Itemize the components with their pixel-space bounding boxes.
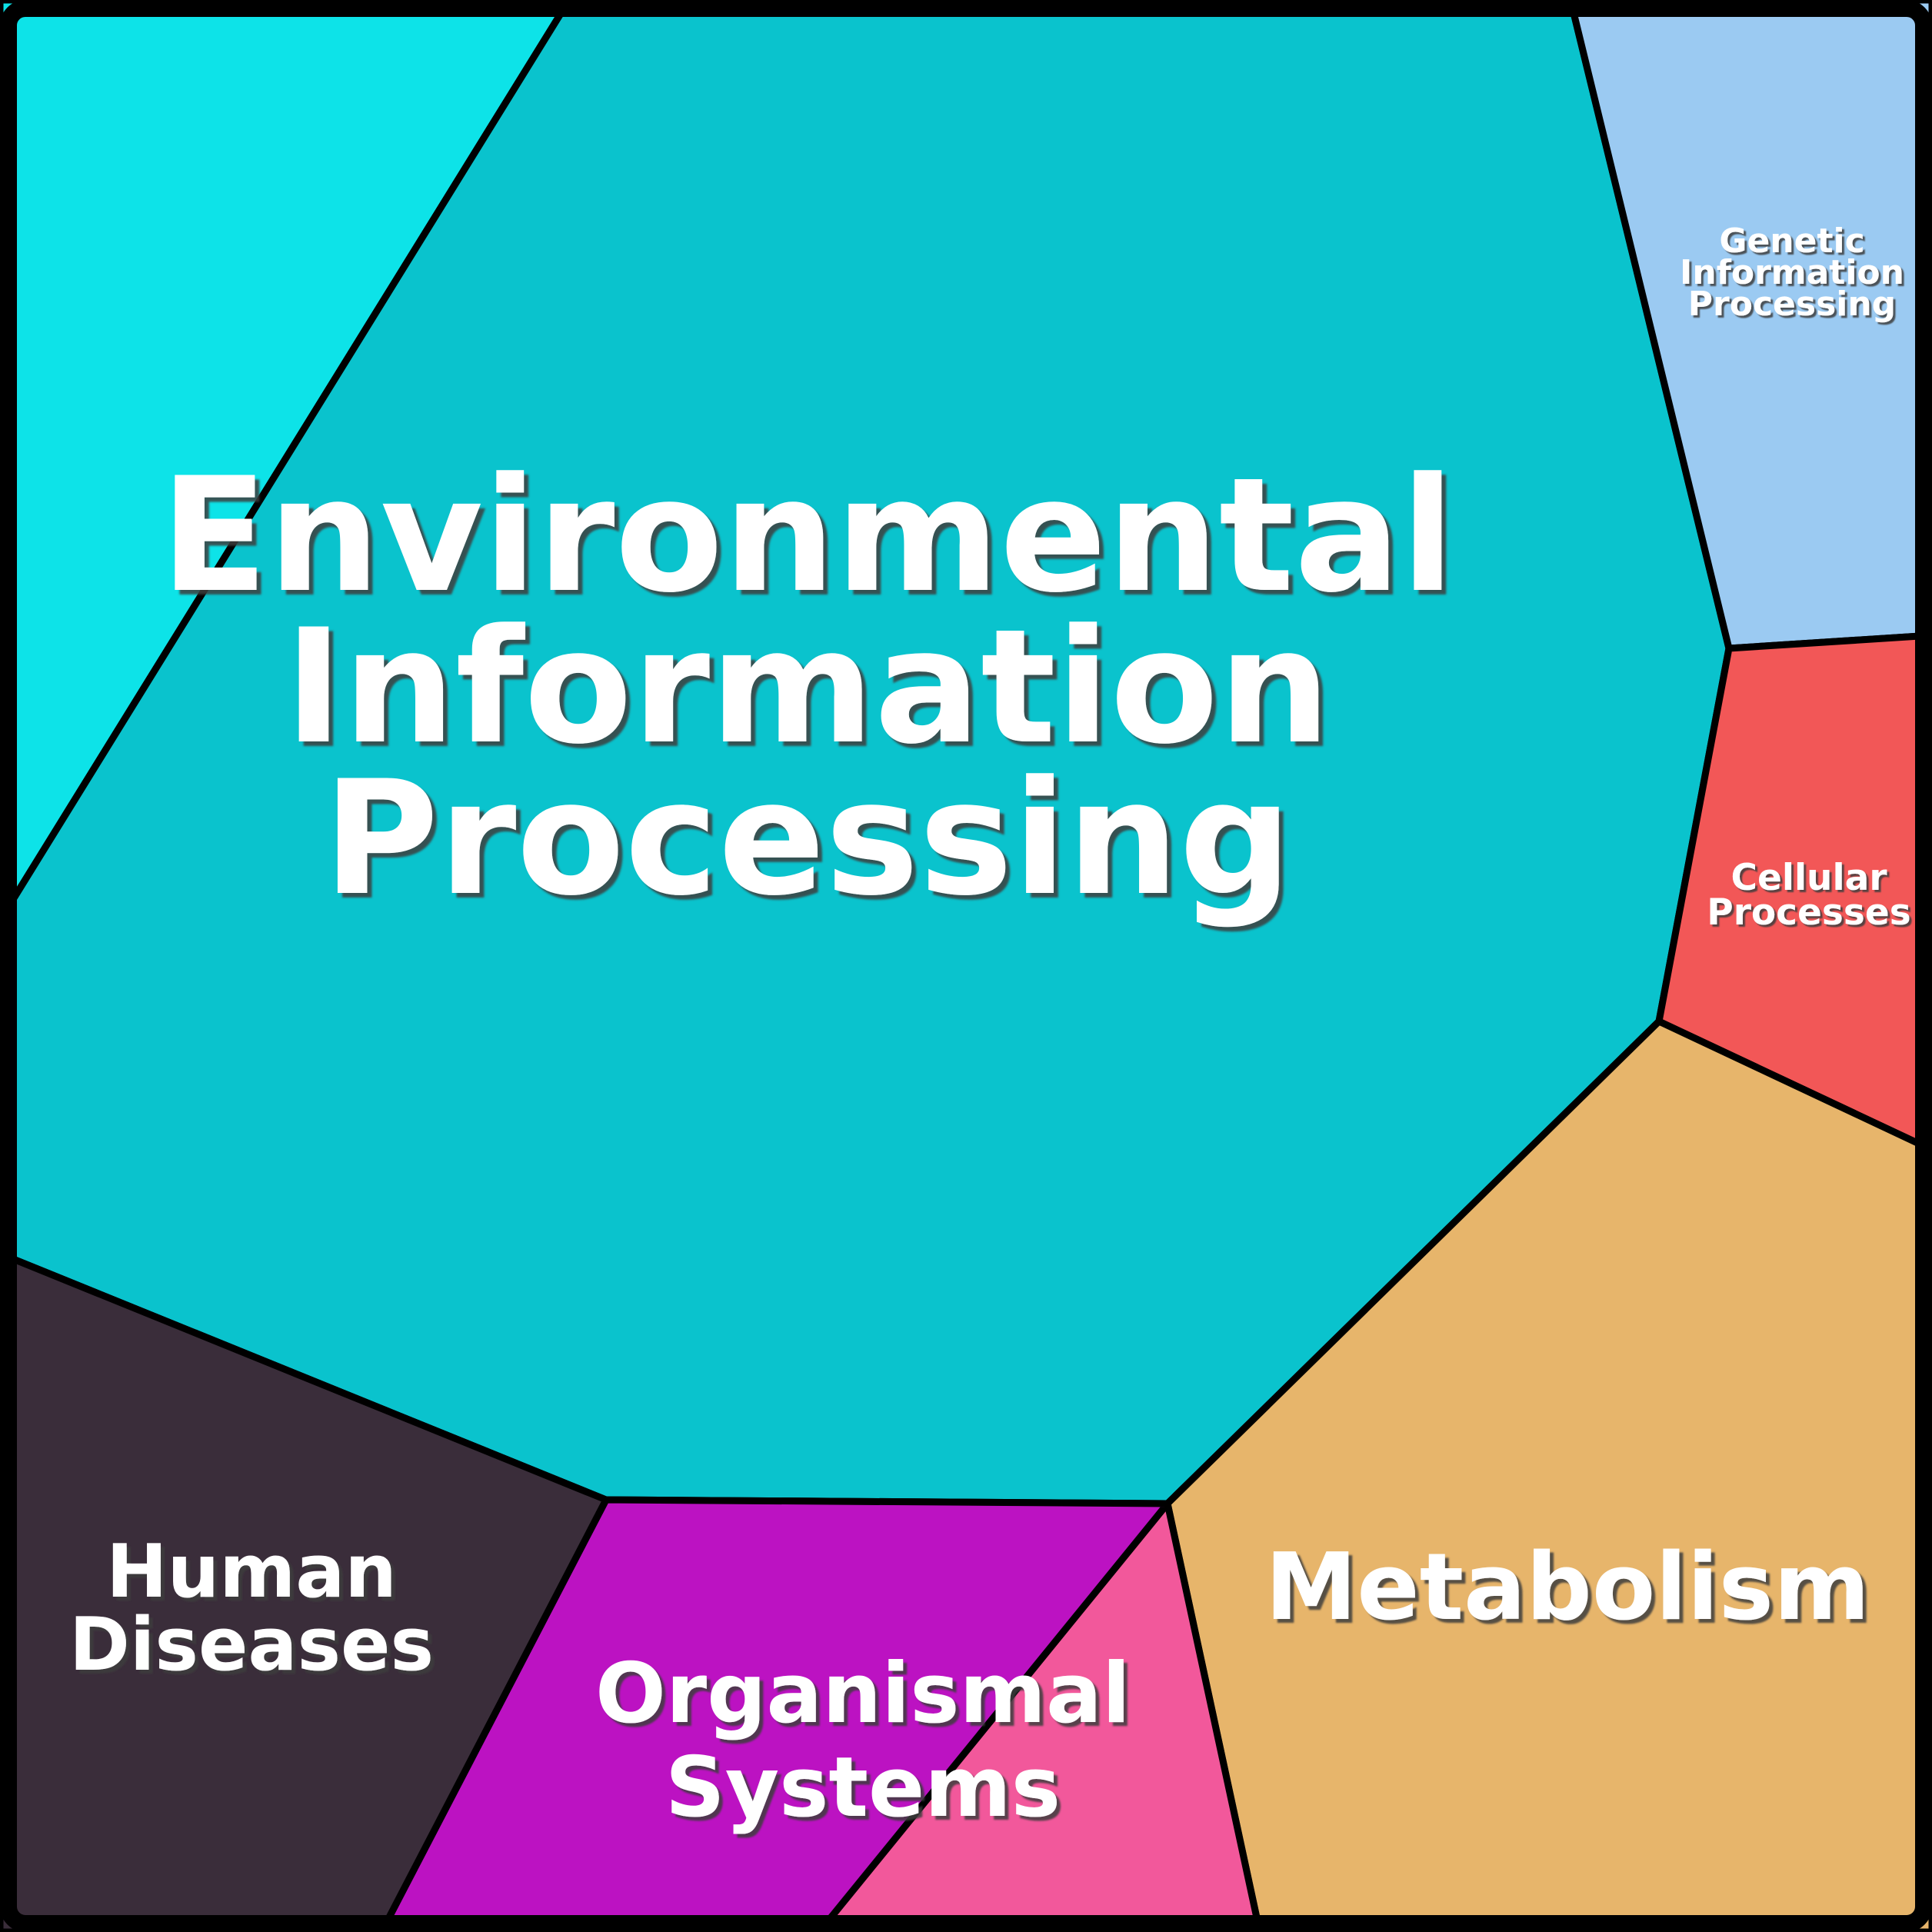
region-label-line: Processing (323, 748, 1292, 931)
region-human-diseases (0, 1250, 610, 1932)
region-label-line: Environmental (161, 445, 1455, 628)
region-metabolism (1164, 1018, 1932, 1932)
region-label-line: Information (285, 596, 1331, 779)
region-cellular-processes (1655, 631, 1932, 1154)
region-label-line: Human (106, 1530, 397, 1614)
region-label-line: Systems (665, 1740, 1061, 1836)
region-label-line: Organismal (595, 1646, 1131, 1742)
region-label-line: Cellular (1730, 857, 1887, 899)
region-label-metabolism: Metabolism (1265, 1534, 1870, 1641)
region-genetic-information-processing (1567, 0, 1932, 652)
labels-layer: EnvironmentalInformationProcessingGeneti… (69, 222, 1911, 1836)
region-label-line: Diseases (69, 1603, 434, 1687)
region-label-line: Metabolism (1265, 1534, 1870, 1641)
region-label-line: Information (1680, 253, 1904, 292)
region-label-line: Genetic (1719, 222, 1864, 261)
region-label-line: Processing (1688, 285, 1896, 324)
region-label-line: Processes (1707, 891, 1910, 934)
